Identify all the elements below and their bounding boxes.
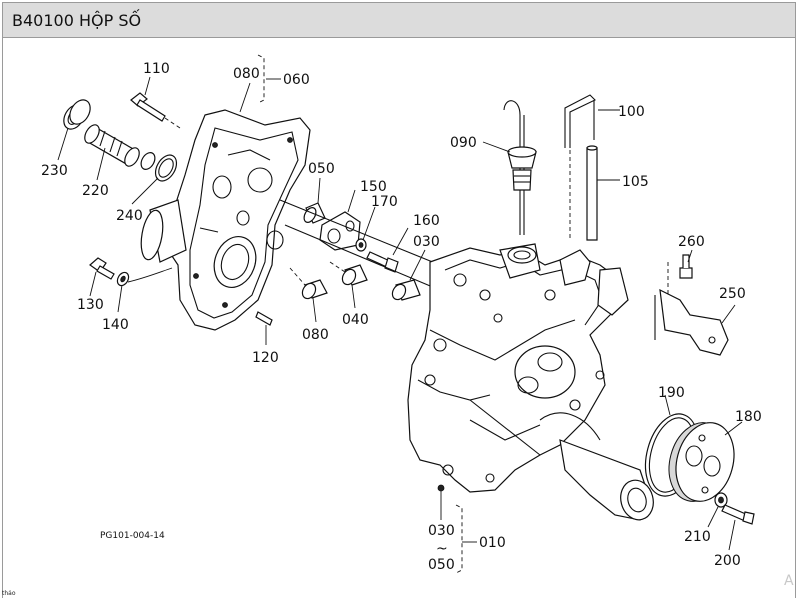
callout-105: 105 [622,174,649,190]
callout-260: 260 [678,234,705,250]
leader-140 [117,284,123,313]
callout-150: 150 [360,179,387,195]
callout-170: 170 [371,194,398,210]
callout-030-bottom: 030 [428,523,455,539]
leader-230 [57,127,69,161]
callout-190: 190 [658,385,685,401]
page-title: B40100 HỘP SỐ [12,11,142,30]
rod-100 [564,94,620,148]
leader-040 [351,284,356,309]
callout-250: 250 [719,286,746,302]
leader-130 [89,271,97,297]
callout-220: 220 [82,183,109,199]
bolt-260 [667,249,693,300]
callout-060: 060 [283,72,310,88]
oil-seal-230 [63,99,91,130]
callout-160: 160 [413,213,440,229]
bushing-040 [341,264,421,301]
bushing-050 [303,177,326,224]
callout-140: 140 [102,317,129,333]
bolt-130 [89,257,115,280]
callout-010: 010 [479,535,506,551]
callout-240: 240 [116,208,143,224]
cover-180 [668,421,743,502]
pin-120 [255,311,273,345]
callout-090: 090 [450,135,477,151]
bolt-200 [721,504,755,551]
callout-050-top: 050 [308,161,335,177]
callout-210: 210 [684,529,711,545]
bolt-110 [130,76,181,129]
page-header: B40100 HỘP SỐ [2,2,796,38]
figure-code: PG101-004-14 [100,531,165,541]
callout-050-bottom: 050 [428,557,455,573]
washer-140 [116,267,173,287]
callout-100: 100 [618,104,645,120]
callout-110: 110 [143,61,170,77]
washer-210 [707,492,728,528]
callout-080-bottom: 080 [302,327,329,343]
callout-180: 180 [735,409,762,425]
gearbox-housing-010 [407,243,654,574]
bushing-080-lower [301,279,328,300]
callout-200: 200 [714,553,741,569]
o-ring-240 [154,154,178,182]
callout-tilde: ~ [436,541,448,557]
callout-040: 040 [342,312,369,328]
tube-105 [569,145,620,241]
sleeve-220 [84,124,156,170]
bottom-edge-text: thảo [2,590,16,597]
callout-230: 230 [41,163,68,179]
leader-030a [409,249,426,281]
leader-240 [131,177,159,205]
leader-220 [96,147,106,181]
shift-fork-150 [319,189,361,251]
callout-130: 130 [77,297,104,313]
shaft-alignment-lines [279,199,441,289]
callout-080-top: 080 [233,66,260,82]
corner-watermark: A [784,573,794,589]
dipstick-090 [482,100,537,235]
front-cover-080 [140,54,311,331]
bracket-250 [654,288,736,356]
callout-030-top: 030 [413,234,440,250]
leader-080b [312,297,317,323]
diagram-panel [2,38,796,598]
callout-120: 120 [252,350,279,366]
